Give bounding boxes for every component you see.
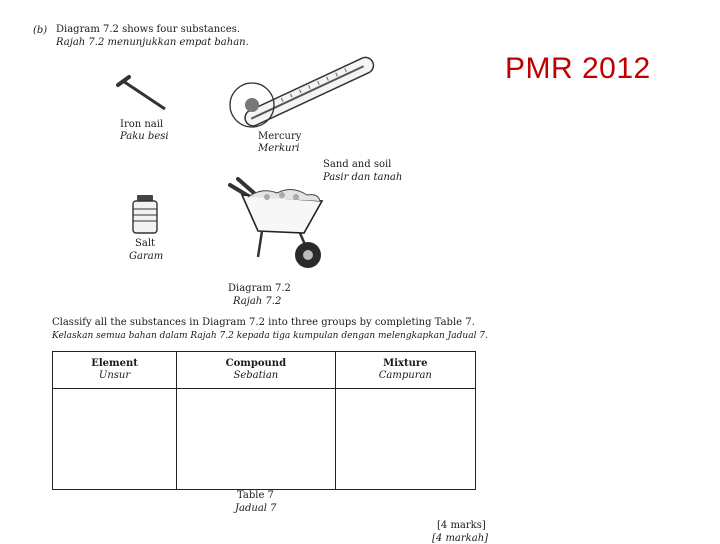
substance-label-en: Sand and soil: [323, 159, 392, 170]
answer-cell-mixture[interactable]: [334, 388, 477, 490]
thermometer-icon: [229, 56, 375, 128]
column-label-en: Compound: [225, 358, 287, 369]
diagram-caption-ms: Rajah 7.2: [233, 296, 282, 307]
wheelbarrow-icon: [228, 177, 324, 268]
instruction-text-en: Classify all the substances in Diagram 7…: [52, 317, 475, 328]
marks-label-ms: [4 markah]: [432, 533, 489, 544]
substance-label-ms: Garam: [129, 251, 164, 262]
column-label-ms: Unsur: [98, 370, 131, 381]
table-caption-ms: Jadual 7: [235, 503, 277, 514]
substance-label-ms: Merkuri: [258, 143, 300, 154]
column-label-en: Mixture: [383, 358, 428, 369]
table-caption-en: Table 7: [237, 490, 274, 501]
substance-label-en: Salt: [135, 238, 156, 249]
substance-label-en: Iron nail: [120, 119, 164, 130]
table-header-mixture: Mixture Campuran: [334, 351, 477, 389]
column-label-en: Element: [91, 358, 138, 369]
instruction-text-ms: Kelaskan semua bahan dalam Rajah 7.2 kep…: [52, 331, 488, 341]
iron-nail-icon: [116, 75, 166, 111]
column-label-ms: Sebatian: [233, 370, 279, 381]
answer-cell-element[interactable]: [51, 388, 178, 490]
diagram-caption-en: Diagram 7.2: [228, 283, 291, 294]
question-text-en: Diagram 7.2 shows four substances.: [56, 24, 241, 35]
question-part-label: (b): [33, 25, 48, 36]
table-header-compound: Compound Sebatian: [176, 351, 336, 389]
question-text-ms: Rajah 7.2 menunjukkan empat bahan.: [56, 37, 249, 48]
substance-label-en: Mercury: [258, 131, 302, 142]
answer-cell-compound[interactable]: [176, 388, 336, 490]
column-label-ms: Campuran: [378, 370, 432, 381]
classification-table: Element Unsur Compound Sebatian Mixture …: [51, 351, 477, 490]
exam-tag: PMR 2012: [505, 52, 651, 85]
substance-label-ms: Pasir dan tanah: [323, 172, 403, 183]
table-header-element: Element Unsur: [51, 351, 178, 389]
salt-jar-icon: [132, 195, 158, 234]
marks-label-en: [4 marks]: [437, 520, 486, 531]
substance-label-ms: Paku besi: [120, 131, 169, 142]
